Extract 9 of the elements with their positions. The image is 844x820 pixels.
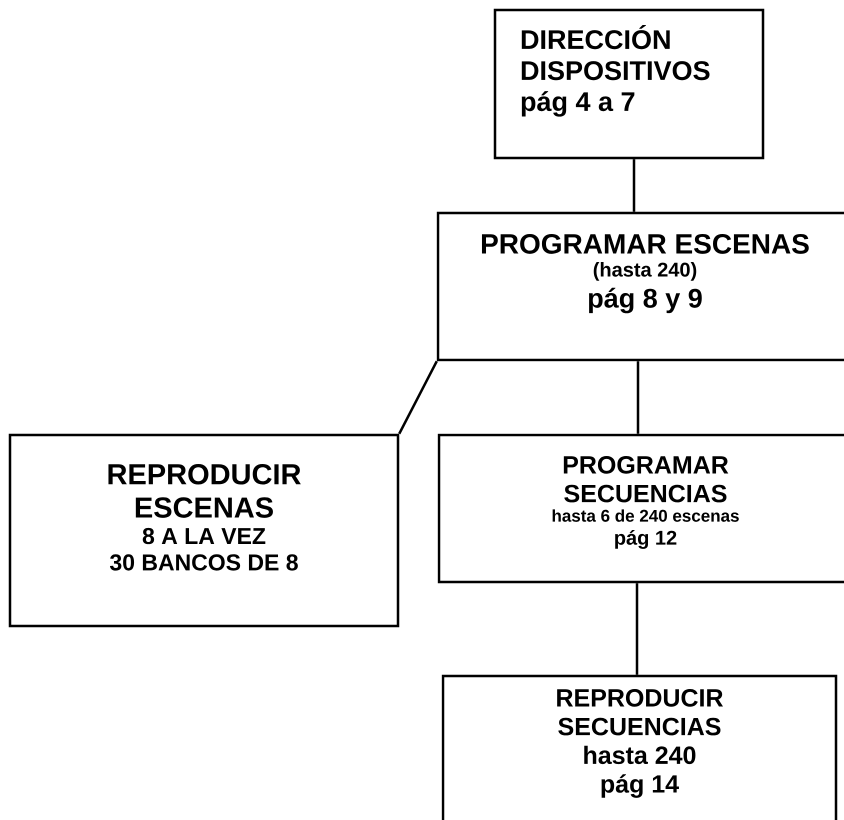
process-box: PROGRAMAR SECUENCIAS hasta 6 de 240 escenas pág 12 [438,434,844,584]
process-box: REPRODUCIR ESCENAS 8 A LA VEZ 30 BANCOS DE 8 [8,434,400,628]
connector-line [632,159,636,212]
process-box: PROGRAMAR ESCENAS (hasta 240) pág 8 y 9 [436,212,844,362]
connector-line [636,361,640,434]
process-box: REPRODUCIR SECUENCIAS hasta 240 pág 14 [442,674,838,820]
connector-line [398,360,438,434]
process-box: DIRECCIÓN DISPOSITIVOS pág 4 a 7 [494,8,764,160]
connector-line [636,583,638,675]
